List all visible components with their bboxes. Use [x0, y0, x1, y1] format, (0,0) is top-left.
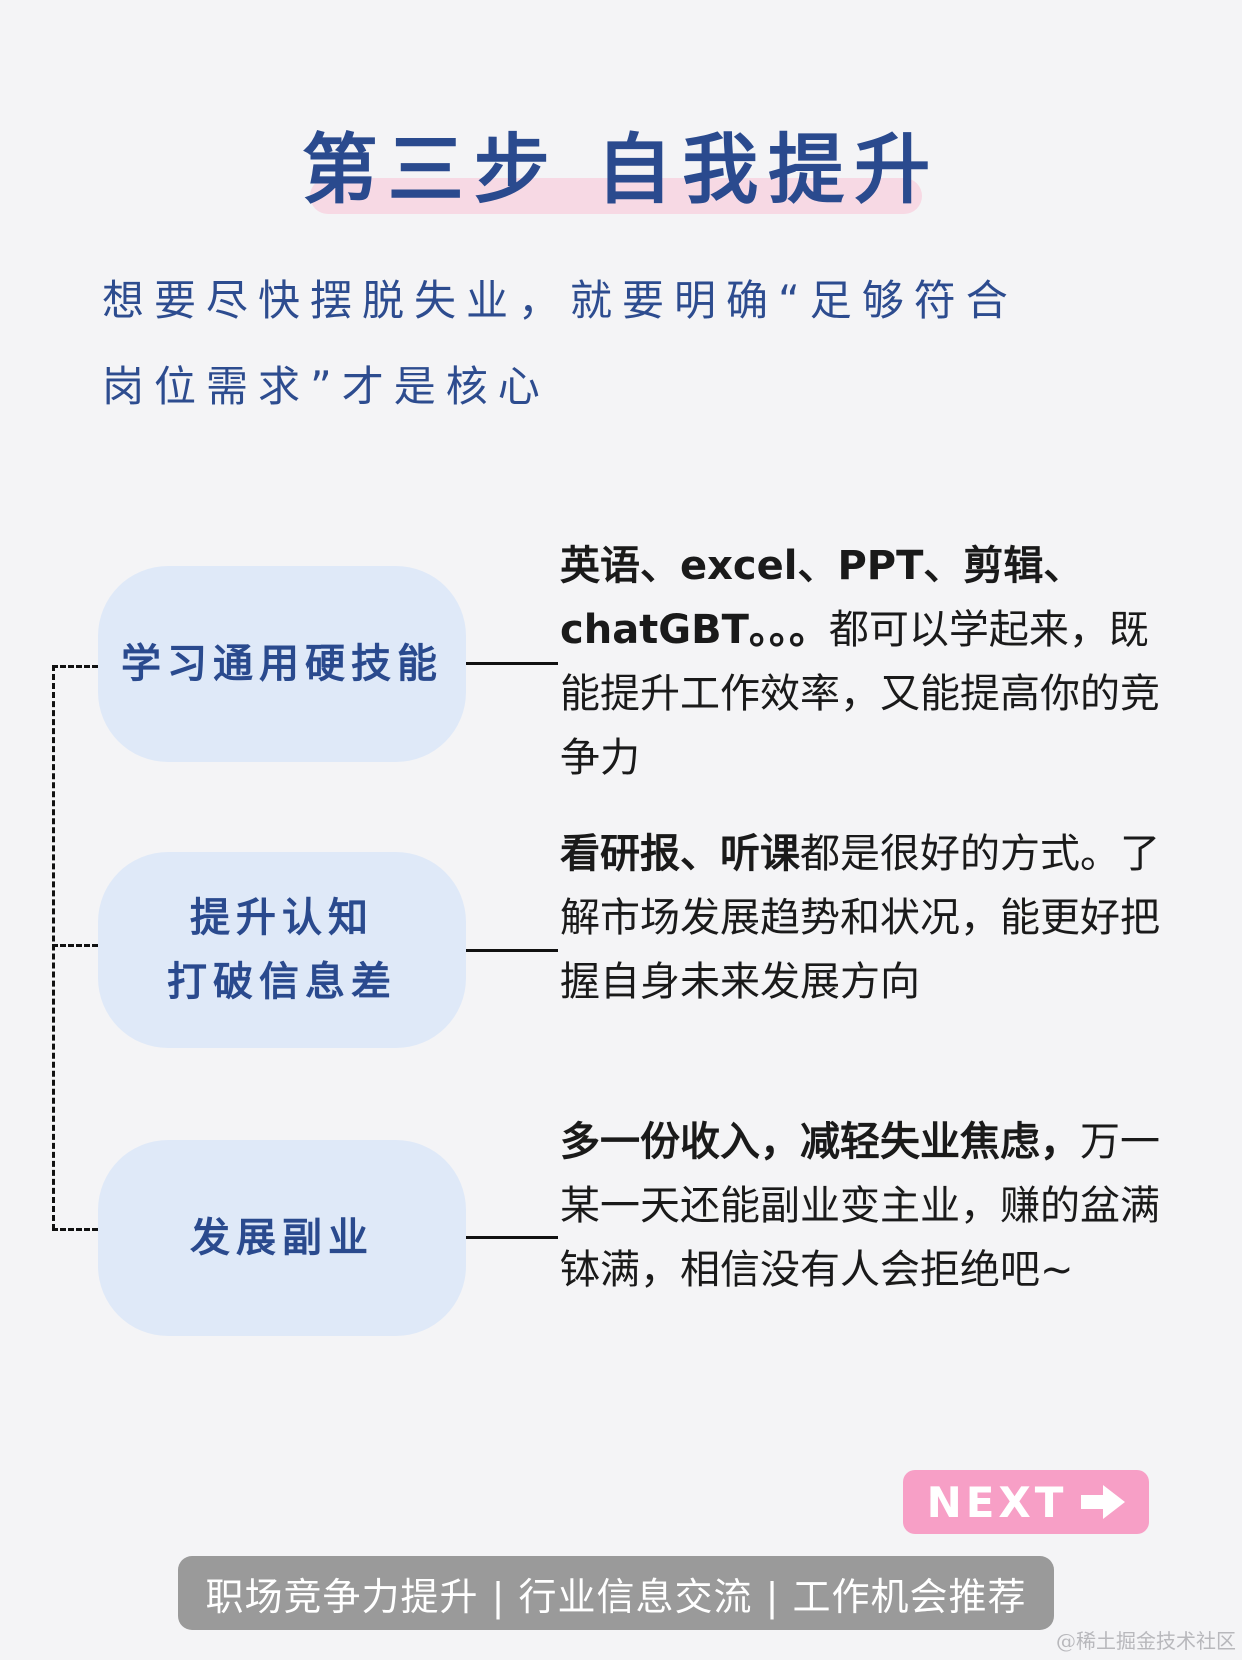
dashed-bracket-branch-2	[52, 944, 98, 947]
node-description-2: 看研报、听课都是很好的方式。了解市场发展趋势和状况，能更好把握自身未来发展方向	[560, 822, 1160, 1014]
arrow-right-icon	[1081, 1485, 1126, 1519]
description-text: 万一某一天还能副业变主业，赚的盆满钵满，相信没有人会拒绝吧~	[560, 1119, 1160, 1293]
dashed-bracket-vertical	[52, 665, 55, 1230]
node-hard-skills: 学习通用硬技能	[98, 566, 466, 762]
dashed-bracket-branch-1	[52, 665, 98, 668]
connector-line-2	[466, 949, 558, 952]
connector-line-1	[466, 662, 558, 665]
connector-line-3	[466, 1236, 558, 1239]
node-label-line-2: 打破信息差	[167, 959, 397, 1005]
title-highlight	[310, 178, 922, 214]
footer-banner: 职场竞争力提升 | 行业信息交流 | 工作机会推荐	[178, 1556, 1054, 1630]
node-description-1: 英语、excel、PPT、剪辑、chatGBT。。。都可以学起来，既能提升工作效…	[560, 534, 1160, 790]
node-label-line-1: 提升认知	[190, 895, 374, 941]
description-bold: 多一份收入，减轻失业焦虑，	[560, 1119, 1080, 1165]
title-area: 第三步 自我提升	[0, 120, 1242, 230]
next-button[interactable]: NEXT	[903, 1470, 1149, 1534]
node-cognition: 提升认知 打破信息差	[98, 852, 466, 1048]
node-side-business: 发展副业	[98, 1140, 466, 1336]
intro-text: 想要尽快摆脱失业，就要明确“足够符合 岗位需求”才是核心	[102, 258, 1162, 430]
description-bold: 英语、excel、PPT、剪辑、chatGBT。。。	[560, 543, 1084, 653]
description-text: 都可以学起来，既能提升工作效率，又能提高你的竞争力	[560, 607, 1160, 781]
node-label: 发展副业	[190, 1215, 374, 1261]
intro-line-2: 岗位需求”才是核心	[102, 362, 550, 411]
intro-line-1: 想要尽快摆脱失业，就要明确“足够符合	[102, 276, 1018, 325]
watermark: @稀土掘金技术社区	[1056, 1629, 1236, 1653]
next-button-label: NEXT	[926, 1477, 1068, 1527]
description-bold: 看研报、听课	[560, 831, 800, 877]
node-description-3: 多一份收入，减轻失业焦虑，万一某一天还能副业变主业，赚的盆满钵满，相信没有人会拒…	[560, 1110, 1160, 1302]
dashed-bracket-branch-3	[52, 1228, 98, 1231]
description-text: 都是很好的方式。了解市场发展趋势和状况，能更好把握自身未来发展方向	[560, 831, 1160, 1005]
page-title: 第三步 自我提升	[301, 125, 941, 214]
node-label: 学习通用硬技能	[121, 641, 443, 687]
